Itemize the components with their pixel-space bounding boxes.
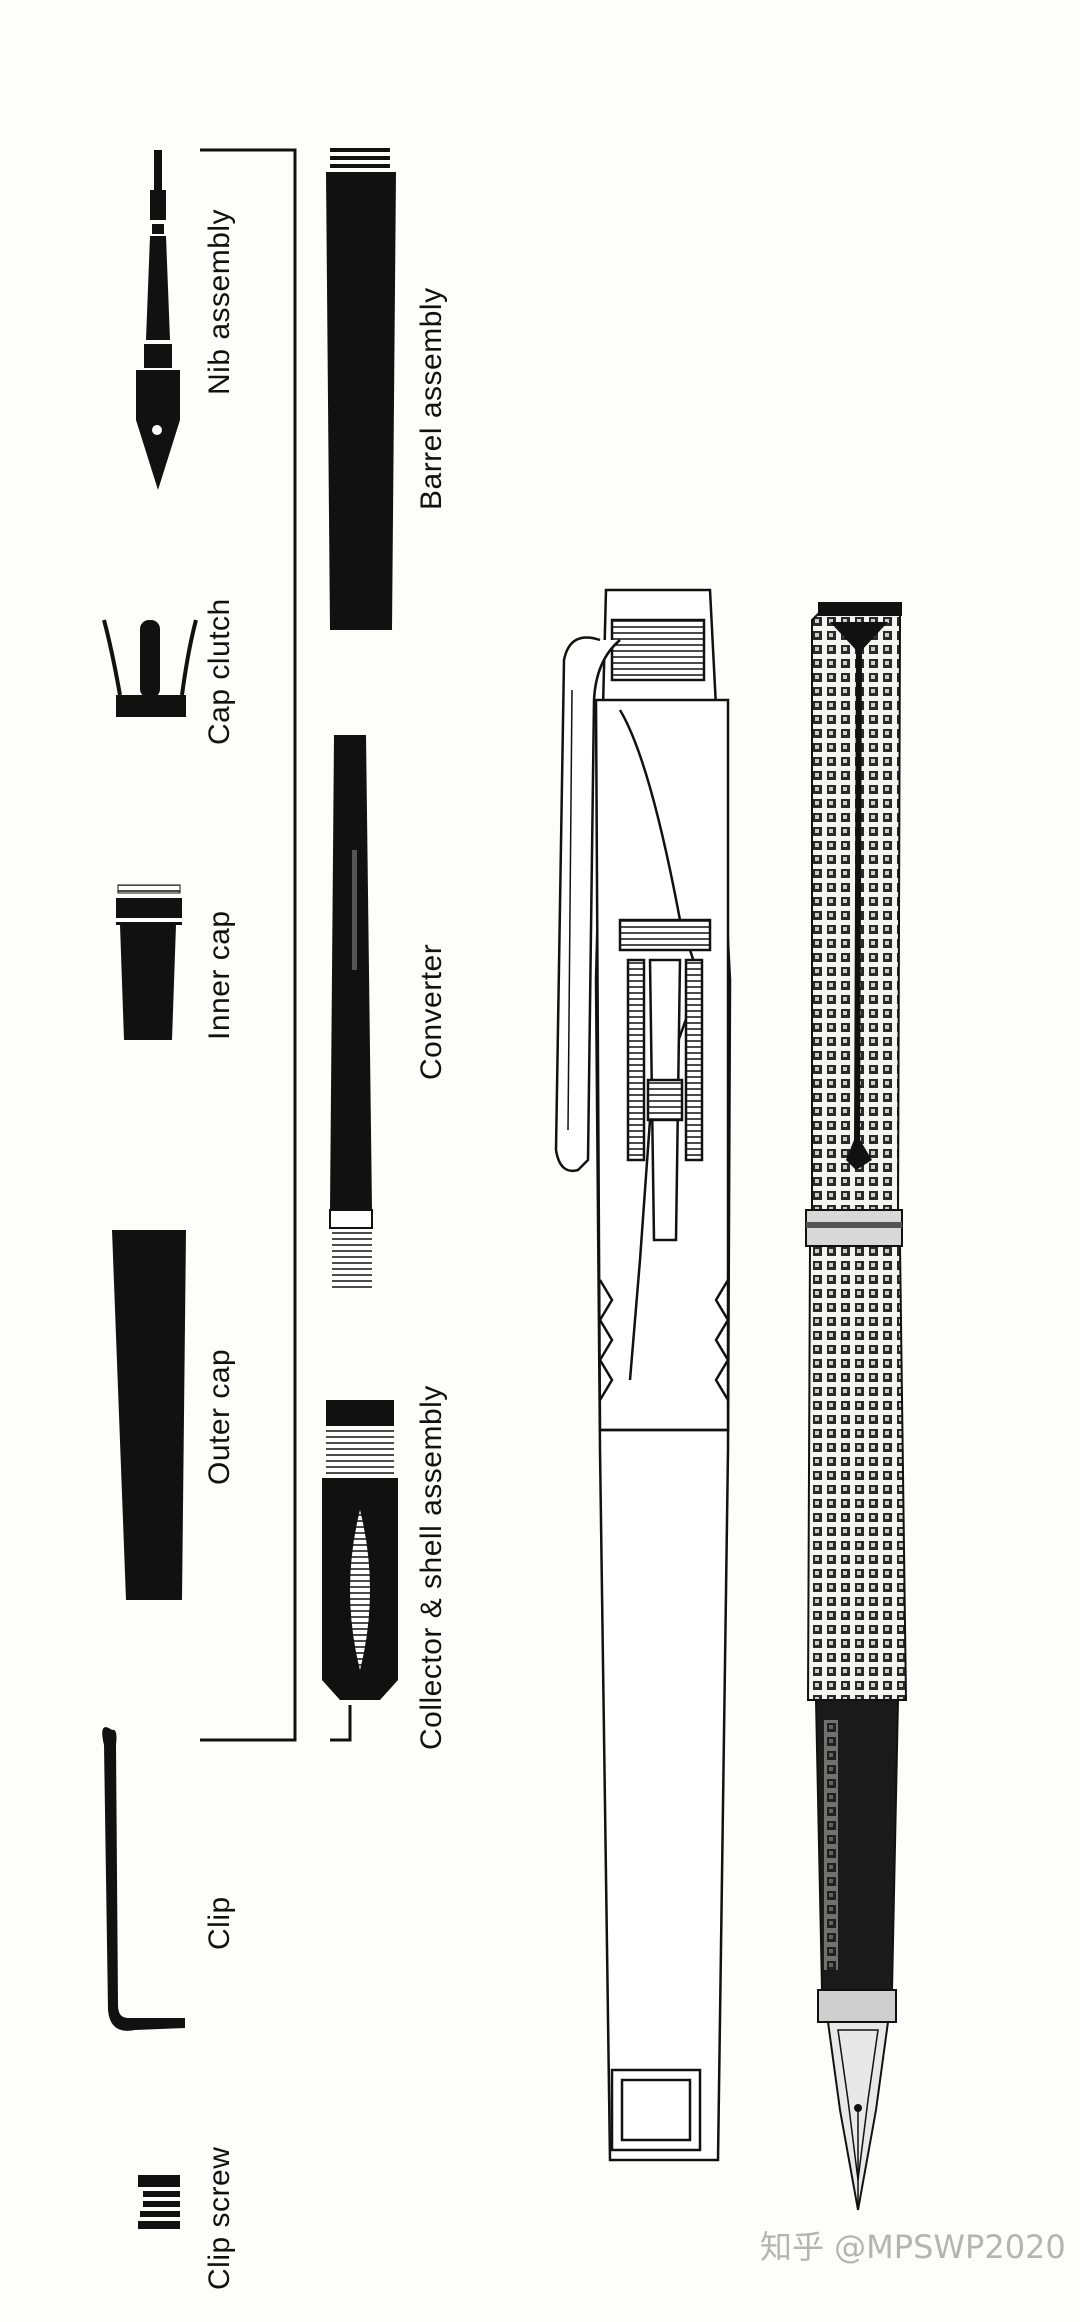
cutaway-pen-drawing xyxy=(554,588,732,2162)
label-nib-assembly: Nib assembly xyxy=(203,208,236,395)
cap-clutch-part xyxy=(102,619,198,717)
label-converter: Converter xyxy=(415,943,448,1080)
watermark: 知乎 @MPSWP2020 xyxy=(760,2228,1066,2266)
clip-part xyxy=(102,1727,185,2031)
nib-assembly-part xyxy=(136,150,180,490)
inner-cap-part xyxy=(116,884,182,1040)
label-barrel-assembly: Barrel assembly xyxy=(415,287,448,510)
converter-part xyxy=(329,735,373,1288)
label-outer-cap: Outer cap xyxy=(203,1348,236,1485)
clip-screw-part xyxy=(138,2175,180,2229)
collector-shell-part xyxy=(322,1400,398,1700)
label-cap-clutch: Cap clutch xyxy=(203,598,236,745)
assembly-bracket xyxy=(200,148,297,1742)
label-clip: Clip xyxy=(203,1896,236,1950)
label-clip-screw: Clip screw xyxy=(203,2146,236,2290)
barrel-assembly-part xyxy=(326,148,396,630)
label-collector-shell: Collector & shell assembly xyxy=(415,1385,448,1750)
assembled-pen-drawing xyxy=(805,602,908,2211)
outer-cap-part xyxy=(112,1230,186,1600)
label-inner-cap: Inner cap xyxy=(203,910,236,1040)
